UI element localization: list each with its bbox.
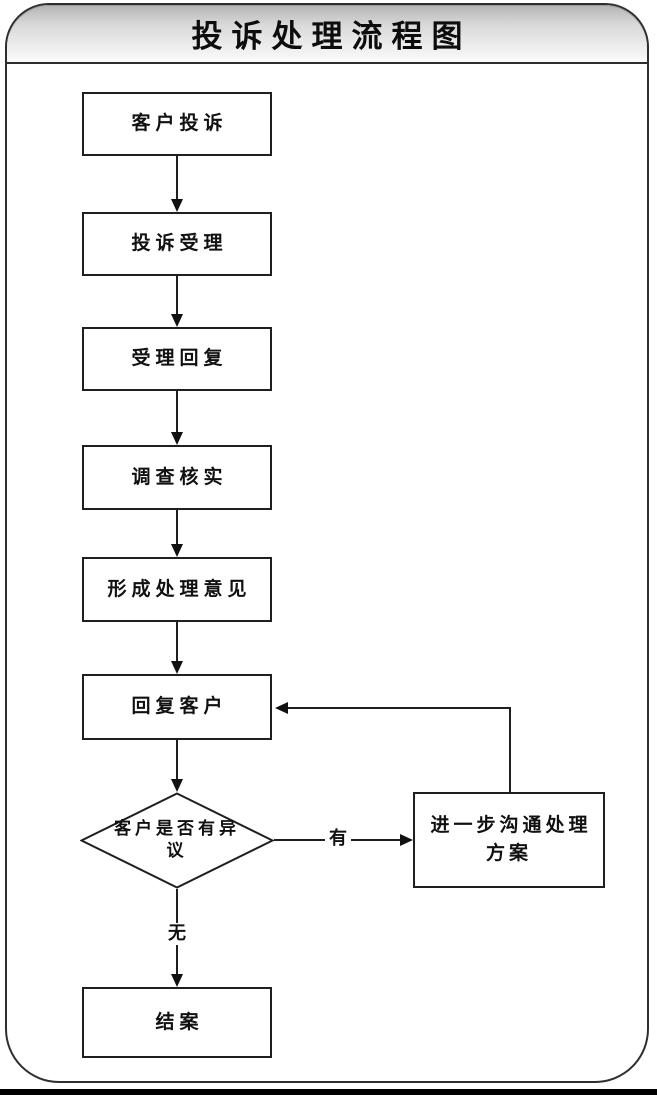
arrowhead-down-icon: [171, 661, 183, 674]
node-decision-objection: 客户是否有异议: [80, 792, 274, 889]
arrowhead-down-icon: [171, 314, 183, 327]
arrowhead-down-icon: [171, 199, 183, 212]
connector-line: [176, 276, 178, 315]
node-close-case: 结案: [82, 987, 272, 1058]
arrowhead-down-icon: [171, 432, 183, 445]
arrowhead-down-icon: [171, 974, 183, 987]
connector-line: [176, 622, 178, 662]
node-investigation: 调查核实: [82, 445, 272, 510]
decision-label: 客户是否有异议: [114, 818, 240, 862]
arrowhead-right-icon: [400, 834, 413, 846]
page-title: 投诉处理流程图: [191, 19, 472, 55]
bottom-border-rule: [0, 1089, 657, 1095]
node-further-communication: 进一步沟通处理方案: [413, 792, 605, 888]
flowchart-frame: 投诉处理流程图: [5, 3, 649, 1083]
arrowhead-down-icon: [171, 544, 183, 557]
node-customer-complaint: 客户投诉: [82, 92, 272, 156]
diamond-shape: [80, 792, 274, 889]
node-complaint-acceptance: 投诉受理: [82, 212, 272, 276]
title-banner: 投诉处理流程图: [7, 5, 647, 64]
connector-line: [176, 391, 178, 433]
connector-line: [176, 156, 178, 200]
node-form-opinion: 形成处理意见: [82, 557, 272, 622]
connector-line: [509, 708, 511, 792]
connector-line: [176, 740, 178, 780]
edge-label-no: 无: [164, 923, 190, 945]
arrowhead-left-icon: [275, 702, 288, 714]
connector-line: [288, 707, 511, 709]
edge-label-yes: 有: [325, 828, 351, 850]
connector-line: [176, 510, 178, 545]
arrowhead-down-icon: [171, 779, 183, 792]
node-reply-customer: 回复客户: [82, 674, 272, 740]
node-acceptance-reply: 受理回复: [82, 327, 272, 391]
